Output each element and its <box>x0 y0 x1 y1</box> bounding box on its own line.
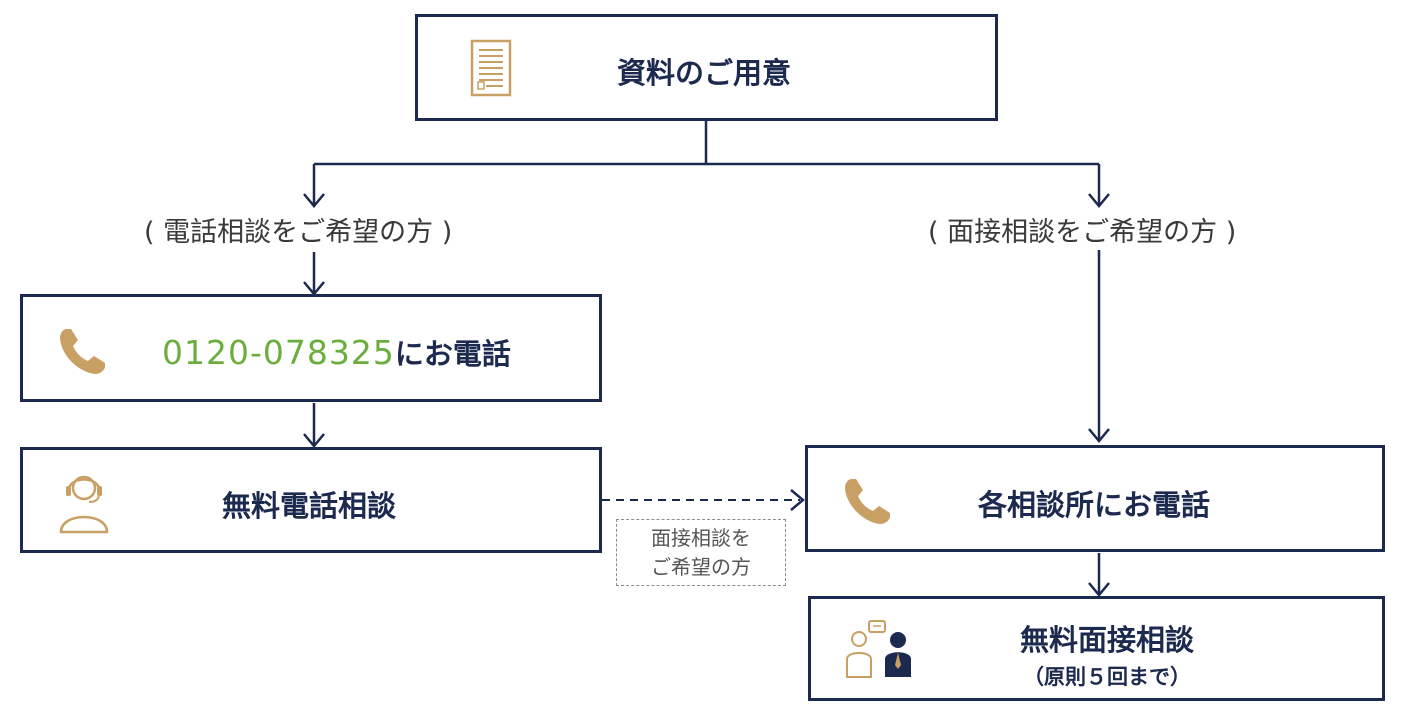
free-phone-consult-box: 無料電話相談 <box>20 447 602 553</box>
dashed-note-line2: ご希望の方 <box>651 555 751 579</box>
dashed-note-interview: 面接相談を ご希望の方 <box>616 519 786 586</box>
free-interview-title: 無料面接相談 <box>1019 623 1194 657</box>
prepare-documents-title: 資料のご用意 <box>617 56 792 90</box>
branch-label-phone: ( 電話相談をご希望の方 ) <box>144 217 453 248</box>
phone-call-suffix: にお電話 <box>394 337 511 371</box>
dashed-note-line1: 面接相談を <box>651 526 751 550</box>
headset-operator-icon <box>59 475 109 534</box>
consultation-icon <box>846 620 911 678</box>
branch-label-interview: ( 面接相談をご希望の方 ) <box>928 217 1237 248</box>
free-interview-subtitle: （原則５回まで） <box>1023 665 1191 689</box>
free-phone-consult-title: 無料電話相談 <box>222 489 397 523</box>
phone-call-box: 0120-078325にお電話 <box>20 294 602 402</box>
document-icon <box>470 39 512 97</box>
office-call-title: 各相談所にお電話 <box>978 488 1211 522</box>
free-interview-box: 無料面接相談 （原則５回まで） <box>808 596 1385 701</box>
phone-number[interactable]: 0120-078325 <box>162 333 395 372</box>
phone-icon <box>60 329 105 374</box>
office-call-box: 各相談所にお電話 <box>805 445 1385 552</box>
phone-icon <box>845 479 890 524</box>
free-interview-text: 無料面接相談 （原則５回まで） <box>1007 617 1207 691</box>
phone-call-text: 0120-078325にお電話 <box>162 331 511 373</box>
prepare-documents-box: 資料のご用意 <box>415 14 998 121</box>
